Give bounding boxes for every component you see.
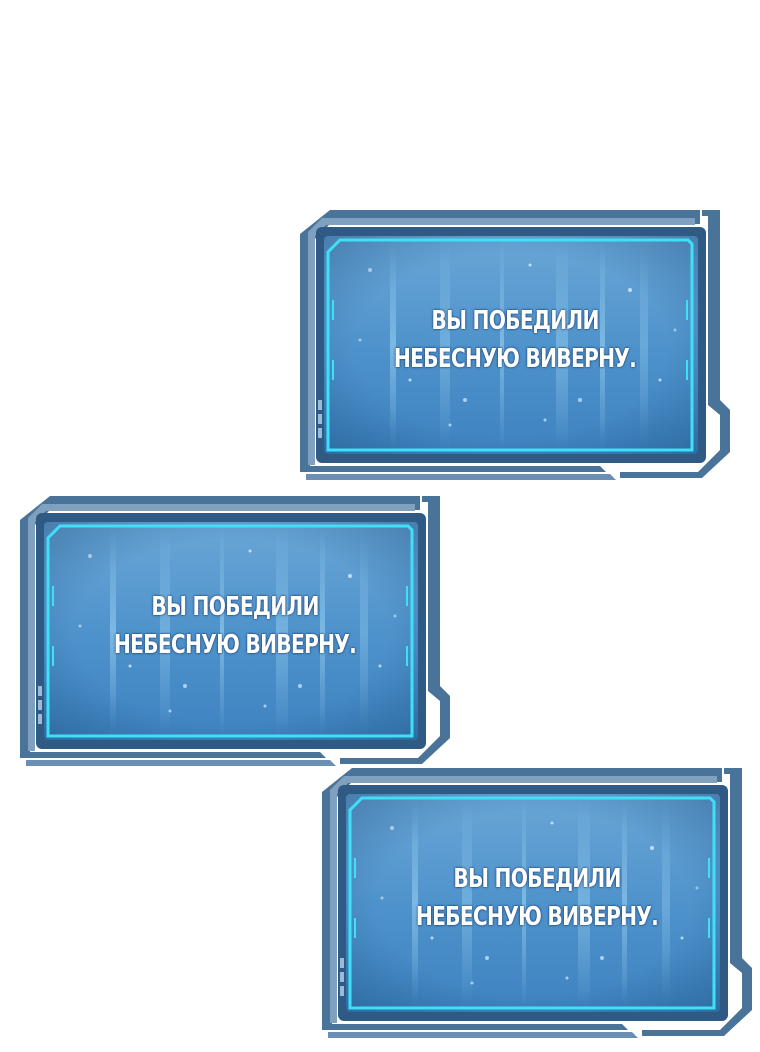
- panel-message: ВЫ ПОБЕДИЛИ НЕБЕСНУЮ ВИВЕРНУ.: [363, 302, 667, 378]
- notification-panel-1: ВЫ ПОБЕДИЛИ НЕБЕСНУЮ ВИВЕРНУ.: [298, 208, 732, 482]
- message-line-1: ВЫ ПОБЕДИЛИ: [431, 306, 599, 336]
- panel-message: ВЫ ПОБЕДИЛИ НЕБЕСНУЮ ВИВЕРНУ.: [385, 860, 689, 936]
- panel-message: ВЫ ПОБЕДИЛИ НЕБЕСНУЮ ВИВЕРНУ.: [83, 588, 387, 664]
- message-line-2: НЕБЕСНУЮ ВИВЕРНУ.: [415, 902, 659, 932]
- message-line-2: НЕБЕСНУЮ ВИВЕРНУ.: [393, 344, 637, 374]
- notification-panel-3: ВЫ ПОБЕДИЛИ НЕБЕСНУЮ ВИВЕРНУ.: [320, 766, 754, 1040]
- message-line-1: ВЫ ПОБЕДИЛИ: [151, 592, 319, 622]
- notification-panel-2: ВЫ ПОБЕДИЛИ НЕБЕСНУЮ ВИВЕРНУ.: [18, 494, 452, 768]
- message-line-1: ВЫ ПОБЕДИЛИ: [453, 864, 621, 894]
- message-line-2: НЕБЕСНУЮ ВИВЕРНУ.: [113, 630, 357, 660]
